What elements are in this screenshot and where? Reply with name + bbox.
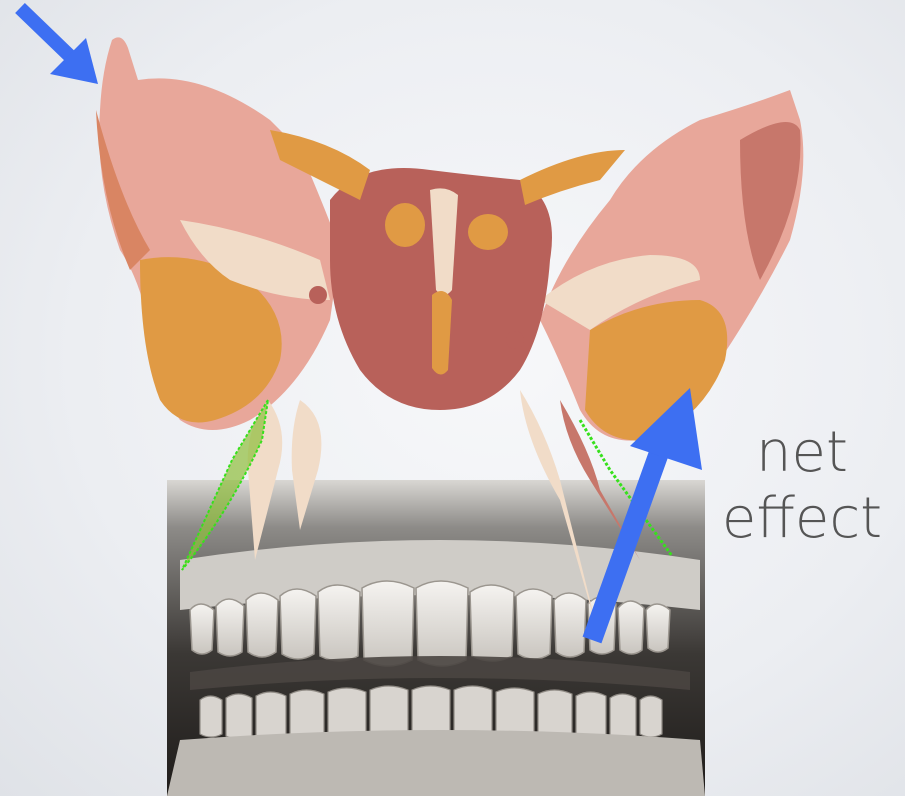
caption-line-2: effect (717, 486, 887, 552)
net-effect-caption: net effect (717, 420, 887, 552)
caption-line-1: net (717, 420, 887, 486)
arrow-down-right-icon (20, 8, 98, 84)
